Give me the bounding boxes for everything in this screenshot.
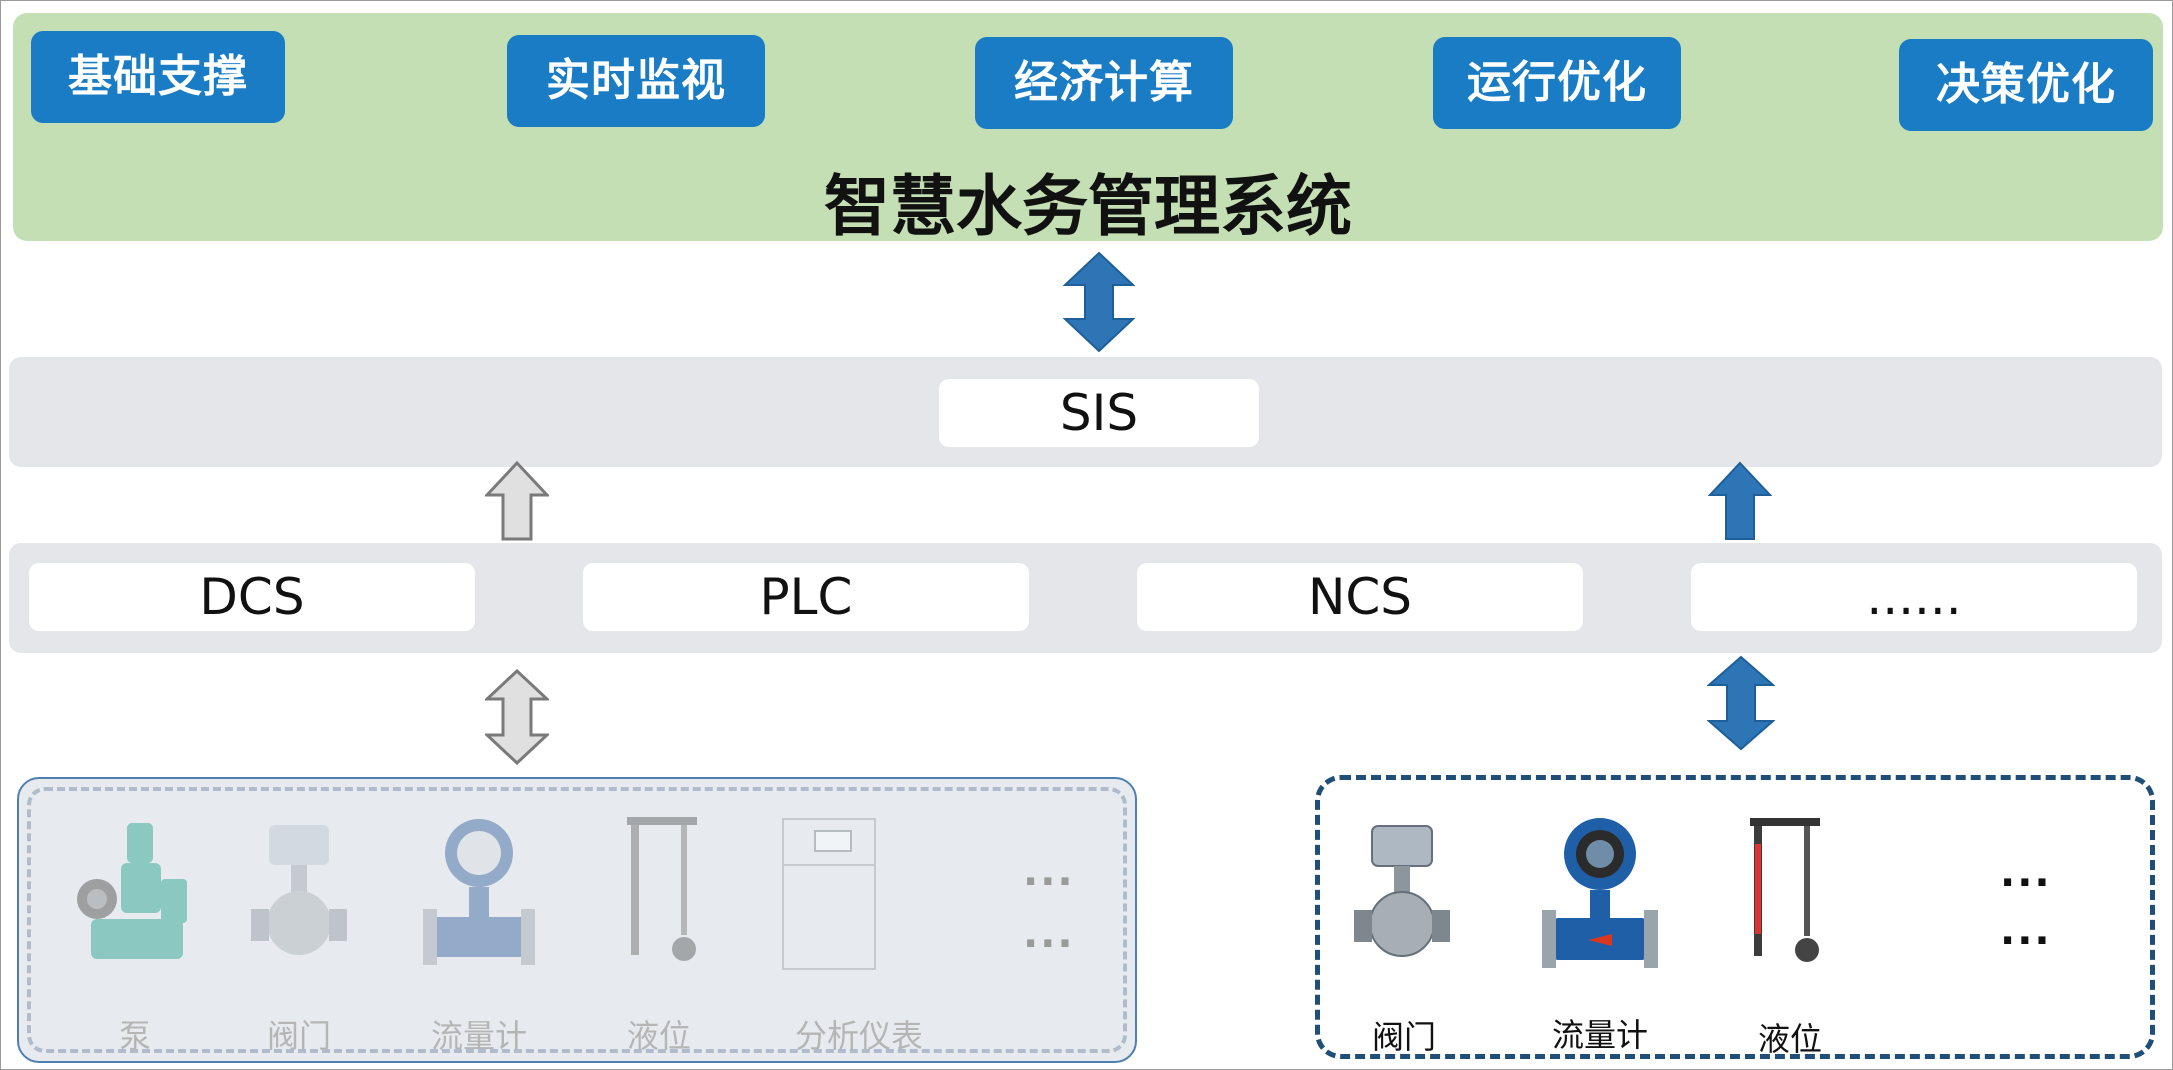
level-gauge-icon: [1750, 818, 1820, 962]
system-title: 智慧水务管理系统: [824, 168, 1352, 245]
dashed-border: [27, 787, 1127, 1053]
smart-device-group: ... ... 阀门 流量计 液位: [1315, 775, 2155, 1059]
device-label-valve: 阀门: [266, 1017, 331, 1055]
plc-box[interactable]: PLC: [583, 563, 1029, 631]
valve-icon: [1354, 825, 1450, 957]
flowmeter-icon: [423, 819, 535, 965]
control-band: DCS PLC NCS ......: [9, 543, 2162, 653]
module-decision-optimize[interactable]: 决策优化: [1899, 39, 2153, 131]
system-band: 基础支撑 实时监视 经济计算 运行优化 决策优化 智慧水务管理系统: [13, 13, 2163, 245]
more-dots: ...: [1023, 849, 1075, 895]
module-economic-calc[interactable]: 经济计算: [975, 37, 1233, 129]
module-basic-support[interactable]: 基础支撑: [31, 31, 285, 123]
level-gauge-icon: [627, 817, 697, 961]
double-arrow-icon: [485, 669, 549, 765]
more-dots: ...: [1023, 911, 1075, 957]
valve-icon: [251, 825, 347, 955]
more-dots: ...: [2000, 908, 2052, 954]
module-realtime-monitor[interactable]: 实时监视: [507, 35, 765, 127]
device-label-valve: 阀门: [1371, 1018, 1436, 1056]
ncs-box[interactable]: NCS: [1137, 563, 1583, 631]
sis-band: SIS: [9, 357, 2162, 467]
double-arrow-icon: [1707, 655, 1775, 751]
device-label-flowmeter: 流量计: [430, 1017, 527, 1055]
analyzer-cabinet-icon: [782, 818, 876, 970]
device-label-pump: 泵: [118, 1017, 151, 1055]
module-operation-optimize[interactable]: 运行优化: [1433, 37, 1681, 129]
device-label-level: 液位: [626, 1017, 691, 1055]
pump-icon: [77, 823, 187, 959]
device-label-analyzer: 分析仪表: [794, 1017, 923, 1055]
device-label-flowmeter: 流量计: [1551, 1016, 1648, 1054]
up-arrow-icon: [485, 461, 549, 541]
more-box[interactable]: ......: [1691, 563, 2137, 631]
up-arrow-icon: [1708, 461, 1772, 540]
device-label-level: 液位: [1757, 1020, 1822, 1058]
flowmeter-icon: [1542, 818, 1658, 968]
dcs-box[interactable]: DCS: [29, 563, 475, 631]
double-arrow-icon: [1063, 251, 1135, 353]
more-dots: ...: [2000, 850, 2052, 896]
sis-box[interactable]: SIS: [939, 379, 1259, 447]
legacy-device-group: ... ... 泵 阀门 流量计 液位 分析仪表: [17, 777, 1137, 1063]
